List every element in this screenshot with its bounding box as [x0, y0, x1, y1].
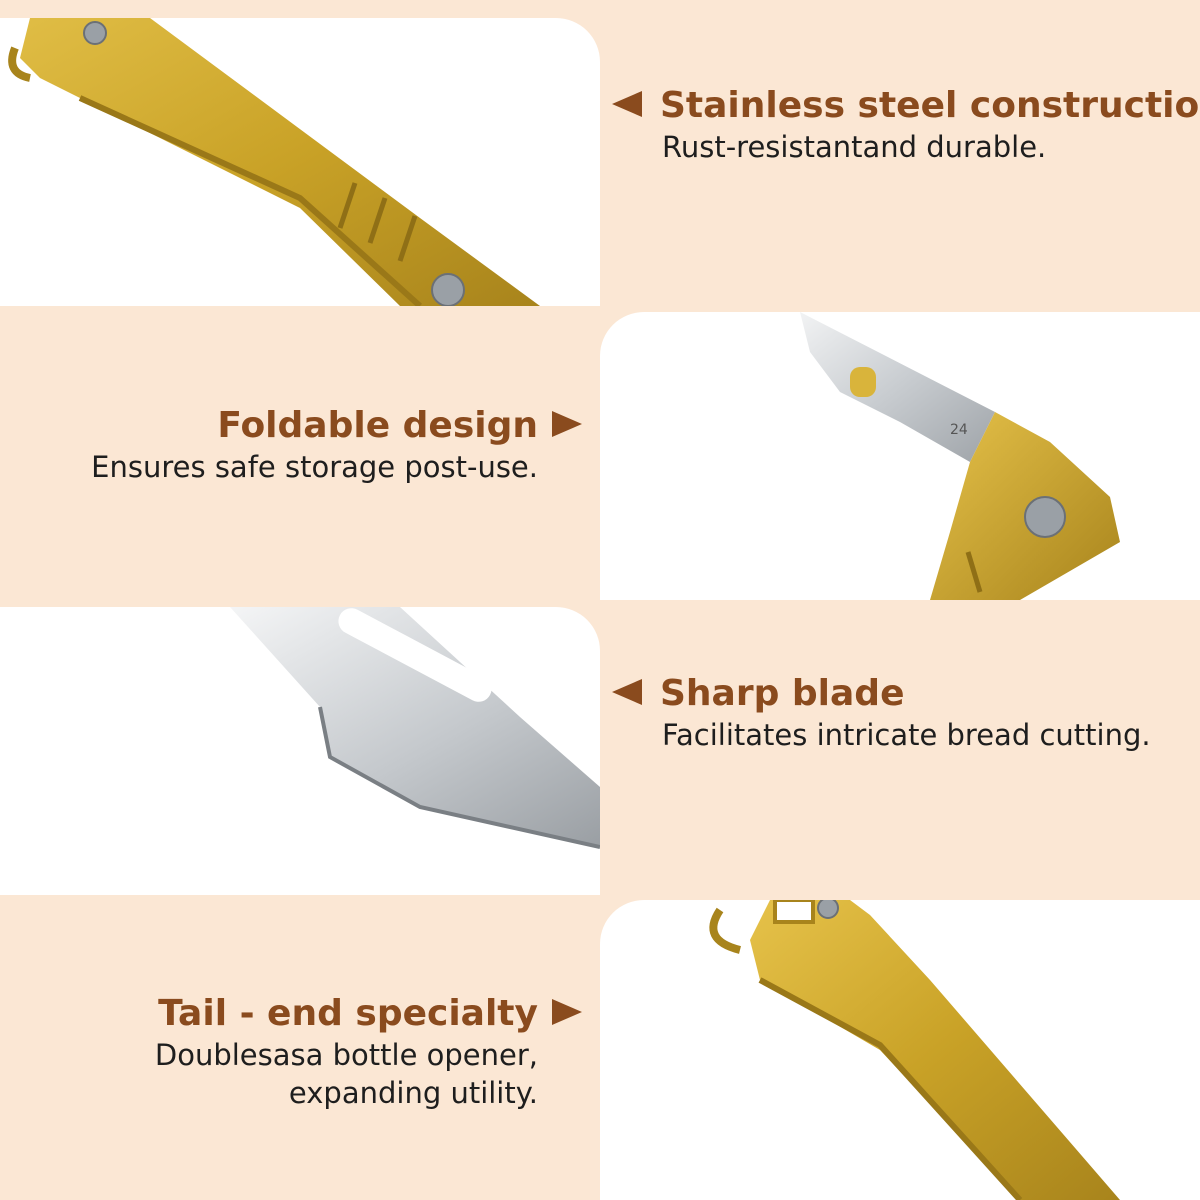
handle-edge — [758, 977, 1023, 1200]
feature-desc: expanding utility. — [288, 1076, 538, 1110]
blade-photo-illustration — [230, 607, 600, 849]
opener-hook — [709, 907, 742, 954]
blade-shape — [800, 312, 995, 462]
opener-loop — [773, 900, 815, 924]
blade-marking: 24 — [950, 422, 968, 438]
blade-slot — [338, 608, 492, 702]
arrow-left-icon — [612, 679, 642, 705]
feature-desc: Facilitates intricate bread cutting. — [662, 718, 1151, 752]
feature-title: Tail - end specialty — [155, 992, 582, 1036]
feature-title: Stainless steel construction — [612, 84, 1200, 128]
gold-handle-shape — [930, 412, 1120, 600]
blade-shape — [230, 607, 600, 847]
feature-desc: Doublesasa bottle opener, — [154, 1038, 538, 1072]
screw-icon — [83, 21, 107, 45]
feature-title: Foldable design — [91, 404, 582, 448]
feature-tail-end: Tail - end specialty Doublesasa bottle o… — [155, 992, 582, 1112]
opener-hook — [8, 46, 32, 82]
feature-title: Sharp blade — [612, 672, 1151, 716]
screw-icon — [431, 273, 465, 306]
blade-edge — [318, 706, 600, 849]
gold-handle-shape — [750, 900, 1120, 1200]
grip-groove — [397, 215, 418, 262]
photo-panel-blade — [0, 607, 600, 895]
arrow-left-icon — [612, 91, 642, 117]
opener-photo-illustration — [709, 900, 1120, 1200]
photo-panel-handle — [0, 18, 600, 306]
grip-groove — [367, 197, 388, 244]
gold-handle-shape — [20, 18, 540, 306]
screw-icon — [817, 900, 839, 919]
photo-panel-folding: 24 — [600, 312, 1200, 600]
feature-desc: Rust-resistantand durable. — [662, 130, 1047, 164]
blade-slot — [850, 367, 876, 397]
feature-sharp: Sharp blade Facilitates intricate bread … — [612, 672, 1151, 754]
handle-edge — [78, 95, 423, 306]
feature-foldable: Foldable design Ensures safe storage pos… — [91, 404, 582, 486]
grip-groove — [337, 182, 358, 229]
grip-groove — [965, 551, 983, 593]
arrow-right-icon — [552, 411, 582, 437]
photo-panel-opener — [600, 900, 1200, 1200]
feature-desc: Ensures safe storage post-use. — [91, 450, 538, 484]
screw-icon — [1024, 496, 1066, 538]
folding-photo-illustration: 24 — [800, 312, 1120, 600]
feature-stainless: Stainless steel construction Rust-resist… — [612, 84, 1200, 166]
handle-photo-illustration — [8, 18, 540, 306]
arrow-right-icon — [552, 999, 582, 1025]
